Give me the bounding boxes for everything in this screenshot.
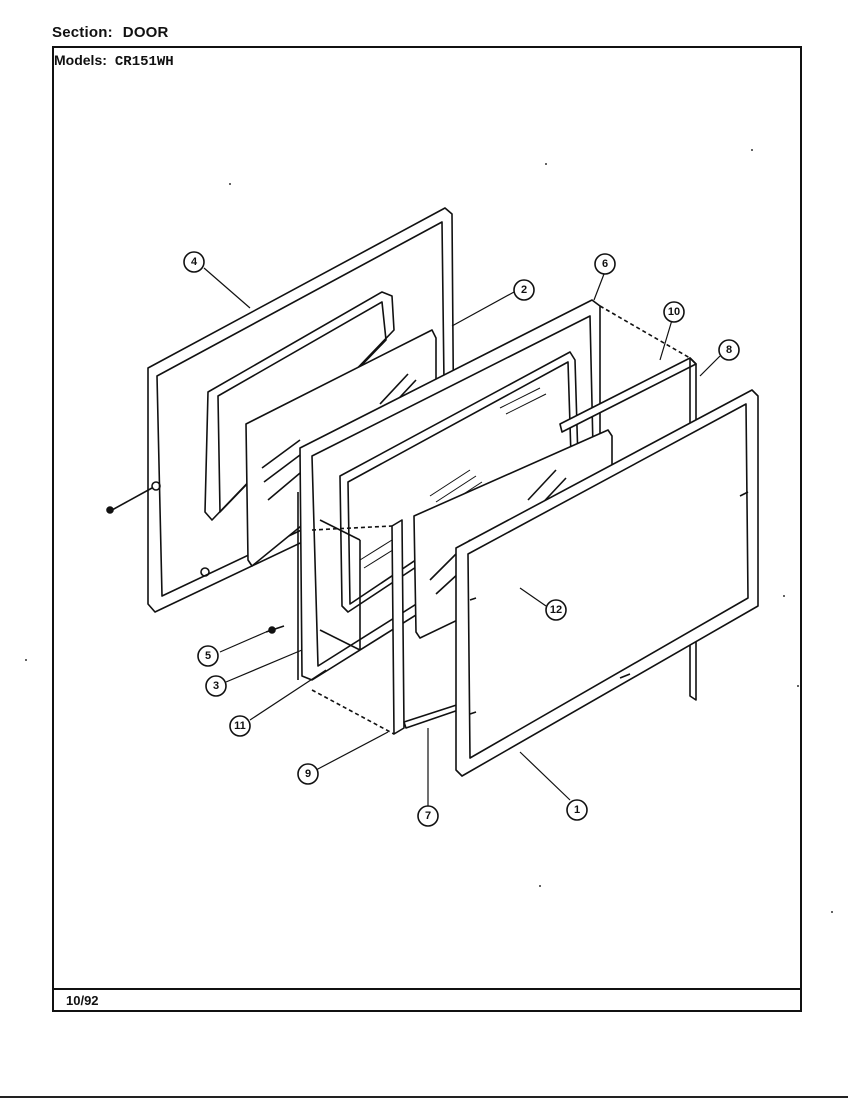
callout-4-label: 4 [191, 256, 198, 268]
callout-5-label: 5 [205, 650, 211, 662]
callout-7-circle [417, 805, 439, 827]
callout-8-label: 8 [726, 344, 732, 356]
section-heading: Section: DOOR [52, 24, 169, 41]
callout-6-circle [594, 253, 616, 275]
callout-2-circle [513, 279, 535, 301]
models-value: CR151WH [114, 54, 174, 70]
callout-9-circle [297, 763, 319, 785]
callout-7-label: 7 [425, 810, 431, 822]
callout-10-circle [663, 301, 685, 323]
page-bottom-edge [0, 1096, 848, 1098]
revision-date: 10/92 [66, 993, 99, 1008]
section-value: DOOR [122, 24, 169, 41]
insulation-pack [359, 387, 547, 569]
callout-5-circle [197, 645, 219, 667]
models-label: Models: [54, 52, 107, 68]
callout-12-label: 12 [550, 604, 562, 616]
callout-3-circle [205, 675, 227, 697]
screw-hardware [106, 487, 285, 634]
callout-9-label: 9 [305, 768, 311, 780]
callout-1-label: 1 [574, 804, 580, 816]
callout-11-label: 11 [234, 720, 246, 732]
callout-4-circle [183, 251, 205, 273]
callout-1-circle [566, 799, 588, 821]
scan-specks [25, 149, 833, 913]
callout-8-circle [718, 339, 740, 361]
leader-lines [203, 267, 721, 806]
diagram-frame [52, 46, 802, 1012]
inner-door-liner [455, 389, 759, 777]
callout-6-label: 6 [602, 258, 608, 270]
footer-divider [52, 988, 802, 990]
section-label: Section: [52, 24, 113, 41]
side-channel [311, 519, 405, 735]
callout-12-circle [545, 599, 567, 621]
callout-2-label: 2 [521, 284, 527, 296]
callout-group [183, 251, 740, 827]
models-heading: Models: CR151WH [54, 52, 174, 70]
callout-3-label: 3 [213, 680, 219, 692]
callout-10-label: 10 [668, 306, 680, 318]
callout-11-circle [229, 715, 251, 737]
